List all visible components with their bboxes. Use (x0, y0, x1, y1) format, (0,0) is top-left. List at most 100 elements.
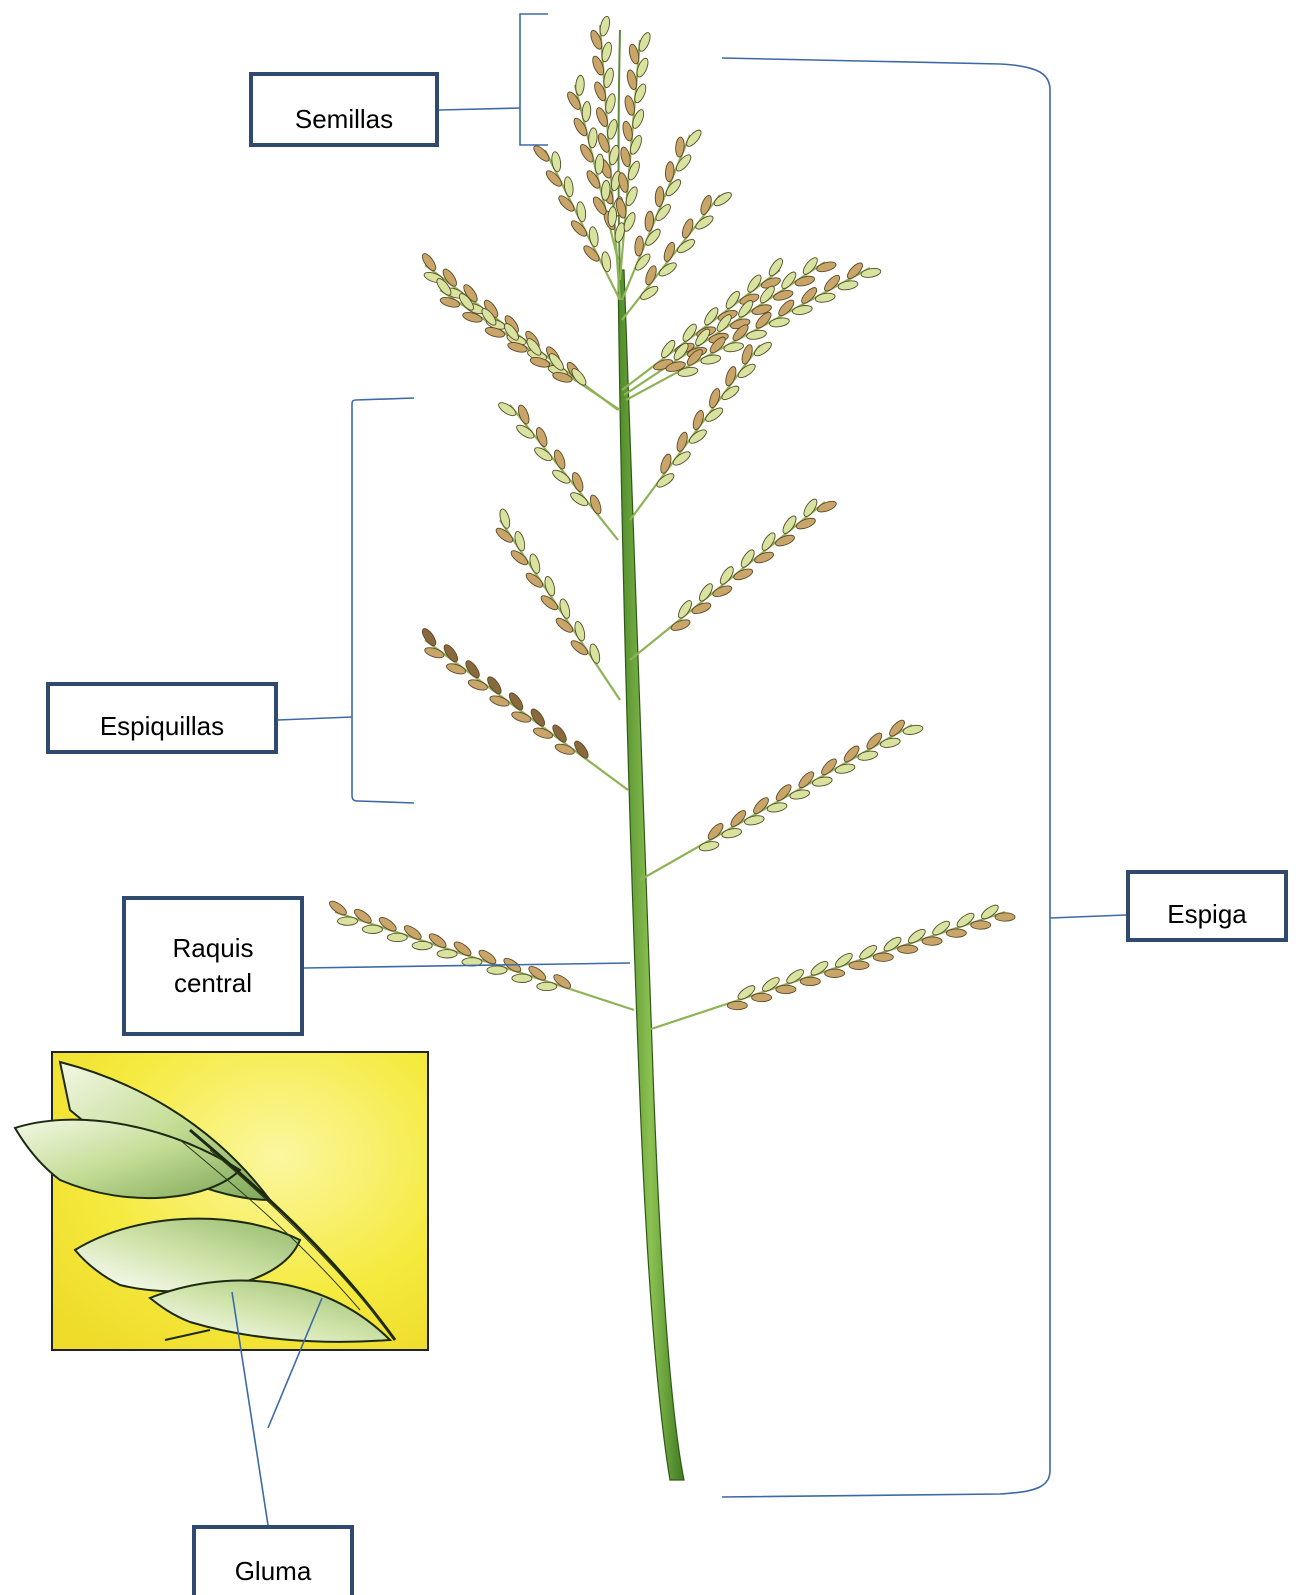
spikelet-seed (794, 274, 816, 287)
glume-detail-inset (15, 1052, 428, 1350)
spikelet-seed (857, 750, 878, 762)
spikelet-seed (776, 298, 796, 318)
spikelet-seed (746, 329, 767, 341)
espiquillas-bracket (352, 398, 414, 803)
spikelet-seed (799, 285, 819, 305)
spikelet-seed (569, 218, 589, 238)
spikelet-seed (769, 316, 790, 328)
gluma-label: Gluma (235, 1554, 312, 1595)
spikelet-seed (544, 168, 564, 188)
spikelet-seed (582, 101, 592, 122)
spikelet-seed (751, 795, 771, 815)
spikelet-seed (581, 243, 601, 263)
spikelet-seed (556, 193, 576, 213)
spikelet-seed (601, 251, 612, 272)
spikelet-seed (825, 969, 845, 978)
spikelet-seed (598, 15, 611, 36)
semillas-label-box: Semillas (249, 72, 439, 147)
spikelet-seed (902, 724, 923, 736)
spikelet-seed (563, 176, 574, 197)
spikelet-seed (789, 788, 810, 800)
spikelet-seed (767, 257, 785, 278)
raquis-label-line2: central (173, 966, 254, 1001)
raquis-stem (618, 270, 684, 1480)
spikelet-seed (665, 161, 675, 182)
spikelet-seed (880, 737, 901, 749)
spikelet-seed (607, 206, 617, 227)
spikelet-seed (842, 744, 862, 764)
spikelet-seed (537, 982, 557, 990)
spikelet-seed (337, 917, 357, 925)
gluma-label-box: Gluma (192, 1525, 354, 1595)
spikelet-seed (849, 961, 869, 970)
spikelet-seed (588, 128, 598, 149)
spikelet-seed (543, 575, 556, 597)
espiga-leader (1050, 915, 1126, 918)
spikelet-seed (922, 937, 942, 946)
spikelet-seed (634, 236, 644, 257)
spikelet-seed (822, 273, 842, 293)
raquis-label-box: Raquis central (122, 896, 304, 1036)
spikelet-seed (752, 340, 773, 358)
spikelet-seed (575, 75, 585, 96)
spikelet-seed (837, 279, 858, 291)
spikelet-seed (766, 801, 787, 813)
spikelet-seed (776, 985, 796, 994)
spikelet-seed (728, 808, 748, 828)
spikelet-seed (723, 341, 744, 353)
espiga-label-box: Espiga (1126, 870, 1288, 942)
spikelet-seed (327, 899, 348, 918)
spikelet-seed (887, 718, 907, 738)
espiquillas-leader (278, 717, 352, 720)
spikelet-seed (531, 143, 551, 163)
spikelet-seed (819, 757, 839, 777)
panicle-branch (510, 405, 618, 540)
espiquillas-label-box: Espiquillas (46, 682, 278, 754)
spikelet-seed (800, 977, 820, 986)
spikelet-seed (946, 929, 966, 938)
spikelet-seed (995, 913, 1015, 922)
spikelet-seed (698, 840, 719, 852)
spikelet-seed (721, 827, 742, 839)
spikelet-seed (551, 151, 562, 172)
spikelet-seed (387, 933, 407, 941)
spikelet-seed (971, 921, 991, 930)
spikelet-seed (816, 499, 838, 514)
spikelet-seed (675, 137, 685, 158)
spikelet-seed (487, 966, 507, 974)
spikelet-seed (860, 267, 881, 279)
spikelet-seed (801, 256, 820, 277)
spikelet-seed (700, 354, 721, 366)
spikelet-seed (706, 821, 726, 841)
semillas-label: Semillas (295, 102, 393, 143)
spikelet-seed (420, 627, 438, 648)
spikelet-seed (576, 201, 587, 222)
raquis-label-line1: Raquis (173, 931, 254, 966)
spikelet-seed (588, 643, 601, 665)
rice-panicle-illustration (327, 15, 1015, 1480)
spikelet-seed (512, 974, 532, 982)
spikelet-seed (873, 953, 893, 962)
spikelet-seed (362, 925, 382, 933)
spikelet-seed (573, 620, 586, 642)
spikelet-seed (712, 190, 733, 208)
semillas-leader (439, 108, 520, 110)
spikelet-seed (898, 945, 918, 954)
spikelet-seed (752, 993, 772, 1002)
spikelet-seed (727, 1001, 747, 1010)
spikelet-seed (513, 530, 526, 552)
spikelet-seed (412, 941, 432, 949)
spikelet-seed (655, 186, 665, 207)
spikelet-seed (437, 950, 457, 958)
espiquillas-label: Espiquillas (100, 709, 224, 750)
spikelet-seed (845, 261, 865, 281)
spikelet-seed (744, 814, 765, 826)
spikelet-seed (815, 292, 836, 304)
spikelet-seed (796, 770, 816, 790)
spikelet-seed (812, 775, 833, 787)
spikelet-seed (498, 508, 511, 530)
spikelet-seed (588, 226, 599, 247)
spikelet-seed (558, 598, 571, 620)
semillas-bracket (520, 14, 548, 145)
